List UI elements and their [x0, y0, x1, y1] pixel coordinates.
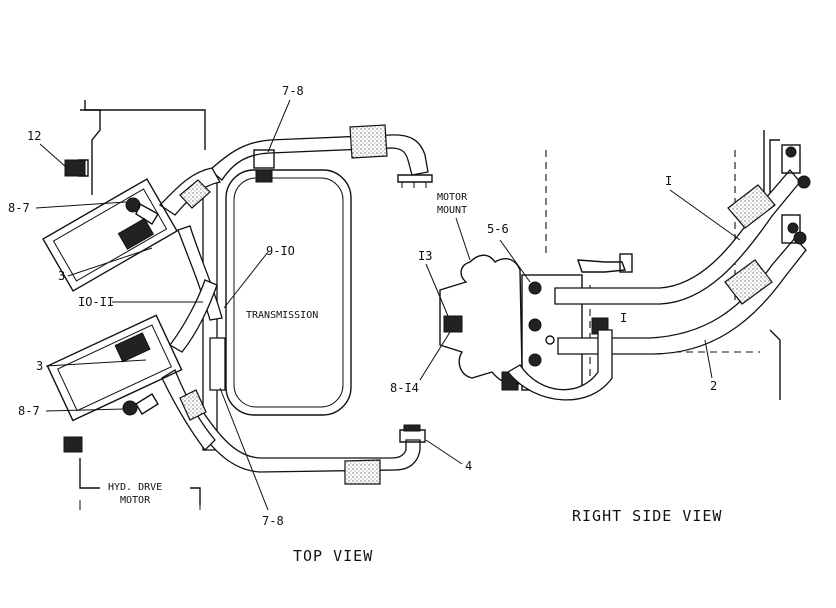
callout-7-8-top: 7-8: [282, 84, 304, 98]
upper-hyd-motor: [42, 178, 178, 292]
right-side-view: MOTOR MOUNT: [390, 130, 811, 525]
top-view-callouts: 12 8-7 3 IO-II 3 8-7 7-8 9-IO 7-8 4: [8, 84, 472, 528]
callout-3-upper: 3: [58, 269, 65, 283]
upper-fitting: [125, 197, 159, 225]
right-side-view-title: RIGHT SIDE VIEW: [572, 507, 722, 525]
right-side-hose-1: [554, 144, 811, 305]
callout-8-14: 8-I4: [390, 381, 419, 395]
lower-hose-run: [176, 394, 426, 485]
callout-4: 4: [465, 459, 472, 473]
callout-1-upper: I: [665, 174, 672, 188]
upper-hose-run: [209, 124, 433, 188]
motor-mount-label-1: MOTOR: [437, 192, 468, 203]
svg-text:MOTOR: MOTOR: [120, 495, 151, 506]
callout-8-7-upper: 8-7: [8, 201, 30, 215]
callout-3-lower: 3: [36, 359, 43, 373]
right-side-callouts: I3 8-I4 5-6 I I 2: [390, 174, 741, 395]
callout-5-6: 5-6: [487, 222, 509, 236]
return-hose-loop: [507, 329, 613, 401]
hyd-drive-motor-label: HYD. DRVE MOTOR: [108, 482, 162, 506]
callout-12: 12: [27, 129, 41, 143]
top-view-title: TOP VIEW: [293, 547, 373, 565]
svg-text:HYD. DRVE: HYD. DRVE: [108, 482, 162, 493]
top-view: TRANSMISSION: [8, 84, 472, 565]
callout-7-8-bottom: 7-8: [262, 514, 284, 528]
callout-1-mid: I: [620, 311, 627, 325]
frame-outline: [79, 100, 206, 510]
callout-9-10: 9-IO: [266, 244, 295, 258]
callout-13: I3: [418, 249, 432, 263]
motor-mount-label-2: MOUNT: [437, 205, 467, 216]
right-side-hose-2: [557, 214, 807, 355]
callout-8-7-lower: 8-7: [18, 404, 40, 418]
fitting-bottom-left: [63, 436, 83, 453]
motor-mount-plate: MOTOR MOUNT: [437, 192, 525, 386]
transmission-housing: TRANSMISSION: [225, 169, 352, 416]
frame-dashed-lines: [545, 130, 781, 400]
lower-fitting: [122, 393, 159, 416]
callout-10-11: IO-II: [78, 295, 114, 309]
lower-hyd-motor: [46, 314, 183, 422]
callout-2: 2: [710, 379, 717, 393]
transmission-label: TRANSMISSION: [246, 310, 318, 321]
fitting-12: [64, 159, 89, 177]
lower-motor-hose: [161, 279, 218, 451]
